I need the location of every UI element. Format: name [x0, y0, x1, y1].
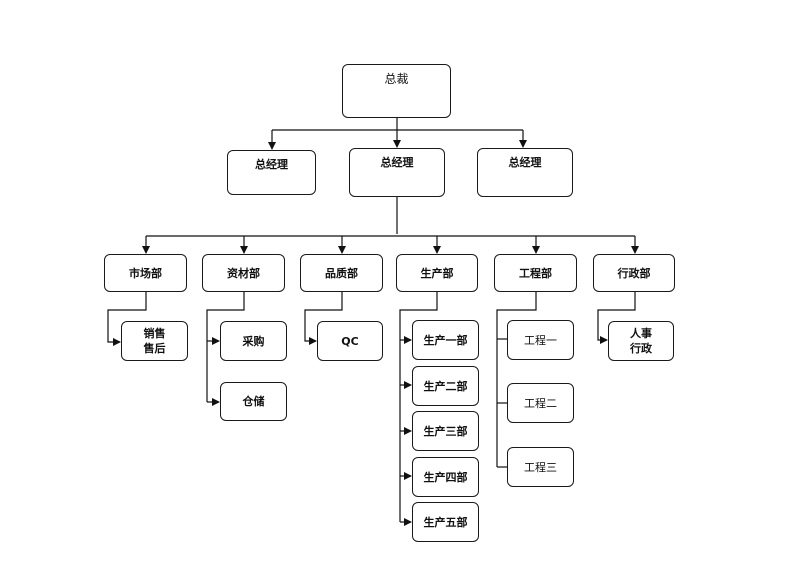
department-box-materials: 资材部 [202, 254, 285, 292]
unit-box-purchasing: 采购 [220, 321, 287, 361]
department-box-production: 生产部 [396, 254, 478, 292]
ceo-box: 总裁 [342, 64, 451, 118]
manager-to-departments-connectors [142, 197, 639, 254]
department-box-marketing: 市场部 [104, 254, 187, 292]
manager-box-right: 总经理 [477, 148, 573, 197]
manager-box-center: 总经理 [349, 148, 445, 197]
manager-box-left: 总经理 [227, 150, 316, 195]
unit-box-production-3: 生产三部 [412, 411, 479, 451]
unit-box-engineering-3: 工程三 [507, 447, 574, 487]
unit-box-engineering-2: 工程二 [507, 383, 574, 423]
unit-box-production-4: 生产四部 [412, 457, 479, 497]
department-to-unit-connectors [107, 292, 636, 526]
unit-box-sales-aftersales: 销售 售后 [121, 321, 188, 361]
unit-box-qc: QC [317, 321, 383, 361]
department-box-quality: 品质部 [300, 254, 383, 292]
department-box-admin: 行政部 [593, 254, 675, 292]
unit-box-production-1: 生产一部 [412, 320, 479, 360]
unit-box-production-2: 生产二部 [412, 366, 479, 406]
department-box-engineering: 工程部 [494, 254, 577, 292]
unit-box-engineering-1: 工程一 [507, 320, 574, 360]
ceo-to-managers-connectors [268, 118, 527, 150]
unit-box-warehouse: 仓储 [220, 382, 287, 421]
unit-box-hr-admin: 人事 行政 [608, 321, 674, 361]
unit-box-production-5: 生产五部 [412, 502, 479, 542]
